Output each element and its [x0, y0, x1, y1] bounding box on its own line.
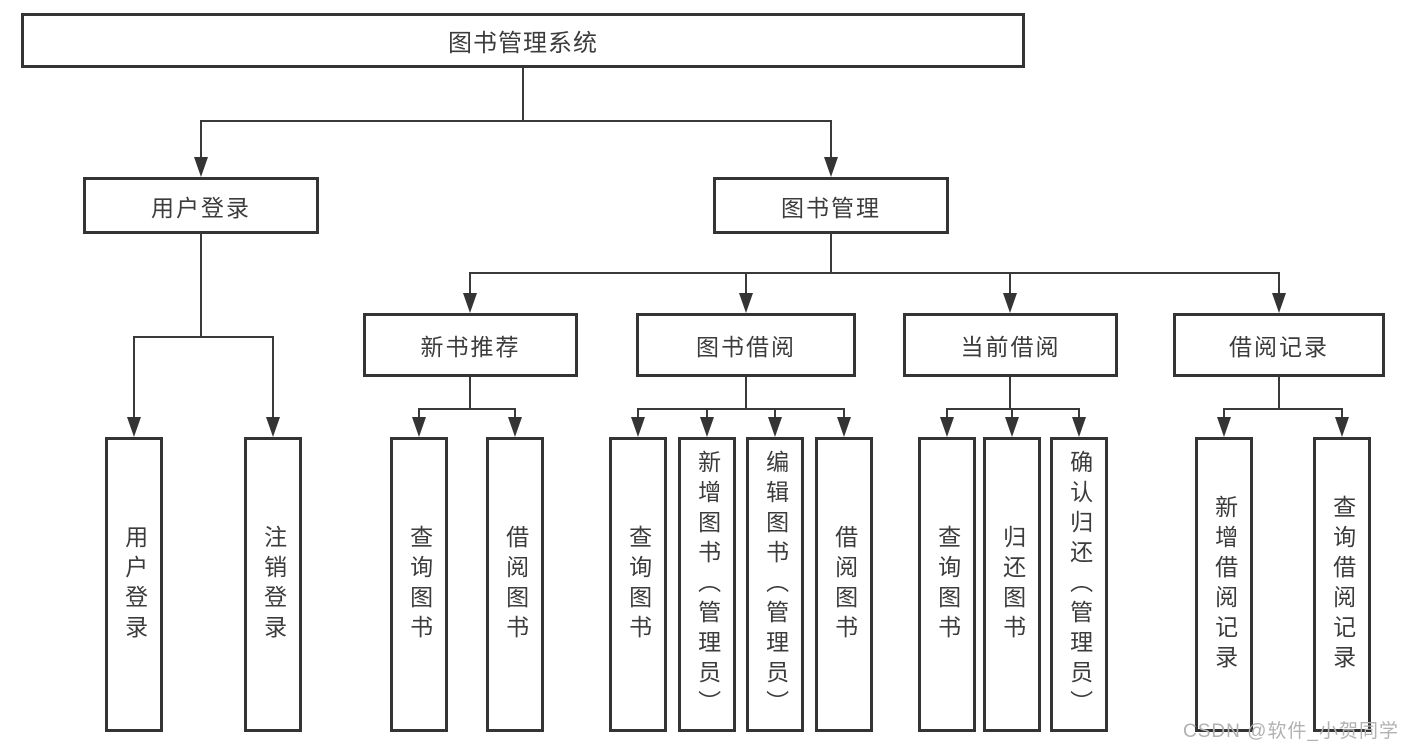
node-label: 注销登录: [260, 524, 287, 645]
connector-book-mgmt-stem: [830, 233, 832, 272]
connector-drop: [637, 408, 639, 420]
node-label: 查询图书: [406, 524, 433, 645]
connector-drop-leaf-logout: [272, 336, 274, 419]
arrow-down-icon: [837, 417, 851, 437]
leaf-logout: 注销登录: [244, 437, 302, 732]
node-library-management-system: 图书管理系统: [21, 13, 1025, 68]
leaf-bb-edit-books-admin: 编辑图书（管理员）: [746, 437, 804, 732]
connector-user-login-bus: [133, 336, 273, 338]
arrow-down-icon: [824, 157, 838, 177]
connector-drop: [1341, 408, 1343, 420]
leaf-cb-return-books: 归还图书: [983, 437, 1041, 732]
connector-drop: [418, 408, 420, 420]
arrow-down-icon: [1217, 417, 1231, 437]
csdn-watermark: CSDN @软件_小贺同学: [1183, 721, 1399, 742]
arrow-down-icon: [194, 157, 208, 177]
node-user-login: 用户登录: [83, 177, 319, 234]
connector-drop-user-login: [200, 120, 202, 160]
connector-drop-new-book-rec: [469, 272, 471, 294]
connector-drop: [1078, 408, 1080, 420]
node-label: 查询图书: [625, 524, 652, 645]
connector-drop-current-borrow: [1009, 272, 1011, 294]
leaf-bb-add-books-admin: 新增图书（管理员）: [678, 437, 736, 732]
leaf-bb-query-books: 查询图书: [609, 437, 667, 732]
node-label: 新书推荐: [420, 334, 521, 360]
node-label: 编辑图书（管理员）: [762, 449, 789, 720]
node-label: 图书管理系统: [448, 30, 598, 57]
arrow-down-icon: [768, 417, 782, 437]
connector-bb-stem: [745, 377, 747, 408]
connector-cb-stem: [1009, 377, 1011, 408]
connector-drop: [946, 408, 948, 420]
connector-br-bus: [1223, 408, 1342, 410]
node-label: 借阅记录: [1229, 334, 1329, 360]
arrow-down-icon: [940, 417, 954, 437]
leaf-br-query-borrow-record: 查询借阅记录: [1313, 437, 1371, 732]
leaf-cb-confirm-return-admin: 确认归还（管理员）: [1050, 437, 1108, 732]
arrow-down-icon: [508, 417, 522, 437]
connector-drop-book-borrow: [745, 272, 747, 294]
arrow-down-icon: [631, 417, 645, 437]
leaf-bb-borrow-books: 借阅图书: [815, 437, 873, 732]
leaf-user-login: 用户登录: [105, 437, 163, 732]
node-label: 图书借阅: [696, 334, 796, 360]
connector-rec-stem: [469, 377, 471, 408]
node-new-book-recommendation: 新书推荐: [363, 313, 578, 377]
arrow-down-icon: [412, 417, 426, 437]
node-book-management: 图书管理: [713, 177, 949, 234]
arrow-down-icon: [266, 417, 280, 437]
connector-drop: [843, 408, 845, 420]
arrow-down-icon: [1272, 293, 1286, 313]
node-label: 用户登录: [121, 524, 148, 645]
connector-level3-bus: [470, 272, 1280, 274]
arrow-down-icon: [1005, 417, 1019, 437]
connector-bb-bus: [637, 408, 844, 410]
node-label: 用户登录: [151, 194, 251, 221]
arrow-down-icon: [1335, 417, 1349, 437]
connector-br-stem: [1278, 377, 1280, 408]
connector-drop: [774, 408, 776, 420]
connector-drop: [1011, 408, 1013, 420]
connector-rec-bus: [418, 408, 516, 410]
connector-user-login-stem: [200, 233, 202, 336]
node-label: 借阅图书: [502, 524, 529, 645]
connector-root-stem: [522, 68, 524, 120]
node-label: 图书管理: [781, 194, 881, 221]
connector-drop-borrow-records: [1278, 272, 1280, 294]
node-label: 查询图书: [934, 524, 961, 645]
leaf-br-add-borrow-record: 新增借阅记录: [1195, 437, 1253, 732]
leaf-cb-query-books: 查询图书: [918, 437, 976, 732]
connector-drop-book-mgmt: [830, 120, 832, 160]
arrow-down-icon: [1003, 293, 1017, 313]
arrow-down-icon: [463, 293, 477, 313]
connector-level2-bus: [200, 120, 832, 122]
connector-drop-leaf-user-login: [133, 336, 135, 419]
node-current-borrowing: 当前借阅: [903, 313, 1118, 377]
node-label: 新增图书（管理员）: [694, 449, 721, 720]
arrow-down-icon: [1072, 417, 1086, 437]
node-label: 确认归还（管理员）: [1066, 449, 1093, 720]
leaf-rec-borrow-books: 借阅图书: [486, 437, 544, 732]
leaf-rec-query-books: 查询图书: [390, 437, 448, 732]
node-label: 借阅图书: [831, 524, 858, 645]
node-label: 当前借阅: [960, 334, 1061, 360]
node-borrowing-records: 借阅记录: [1173, 313, 1385, 377]
arrow-down-icon: [700, 417, 714, 437]
connector-drop: [706, 408, 708, 420]
node-label: 查询借阅记录: [1329, 494, 1356, 675]
node-book-borrowing: 图书借阅: [636, 313, 856, 377]
connector-drop: [1223, 408, 1225, 420]
arrow-down-icon: [739, 293, 753, 313]
connector-drop: [514, 408, 516, 420]
node-label: 归还图书: [999, 524, 1026, 645]
arrow-down-icon: [127, 417, 141, 437]
node-label: 新增借阅记录: [1211, 494, 1238, 675]
